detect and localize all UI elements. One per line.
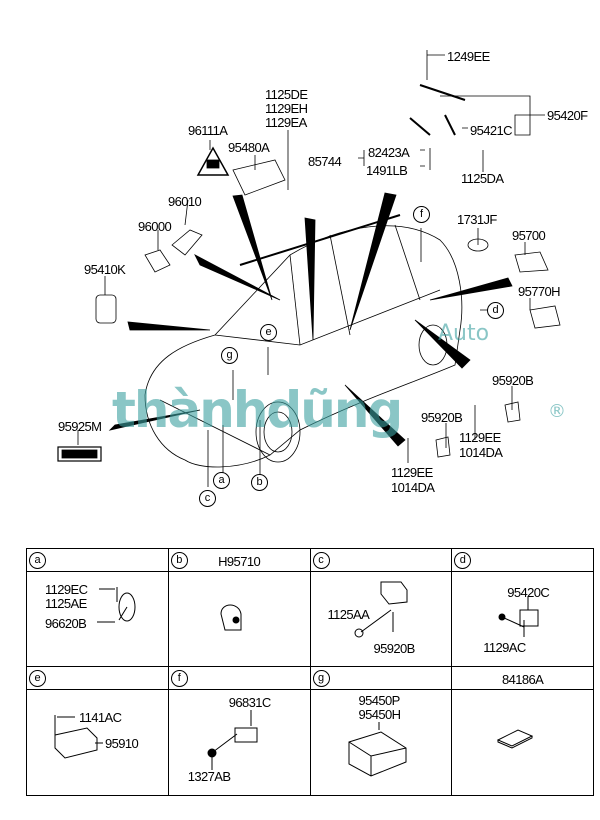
detail-code-b: H95710 — [218, 554, 261, 569]
callout-82423A: 82423A — [368, 145, 410, 160]
callout-1129EE-right: 1129EE — [459, 430, 501, 445]
callout-1731JF: 1731JF — [457, 212, 497, 227]
callout-1129EH: 1129EH — [265, 101, 308, 116]
sensor-bracket-icon — [354, 581, 407, 638]
detail-header-f: f — [167, 666, 311, 690]
airbag-module-icon — [54, 715, 103, 759]
detail-key-b: b — [170, 552, 188, 569]
detail-e-label-1: 1141AC — [79, 710, 122, 725]
callout-95920B-middle: 95920B — [421, 410, 463, 425]
detail-cell-d: 95420C 1129AC — [451, 571, 594, 667]
detail-key-c: c — [312, 552, 330, 569]
detail-g-label-1: 95450P — [358, 693, 401, 708]
callout-95700: 95700 — [512, 228, 546, 243]
detail-d-label-1: 95420C — [507, 585, 550, 600]
sensor-bolt-icon — [498, 596, 539, 637]
car-illustration — [57, 50, 561, 487]
detail-g-label-2: 95450H — [358, 707, 402, 722]
detail-key-a: a — [29, 552, 46, 569]
detail-marker-g: g — [221, 347, 238, 364]
callout-1129EA: 1129EA — [265, 115, 307, 130]
detail-key-e: e — [29, 670, 46, 687]
detail-header-g: g — [309, 666, 453, 690]
detail-key-d: d — [454, 552, 472, 569]
callout-96111A: 96111A — [188, 123, 228, 138]
detail-header-e: e — [26, 666, 169, 690]
detail-header-b: b H95710 — [167, 548, 311, 572]
detail-d-label-2: 1129AC — [483, 640, 526, 655]
detail-e-label-2: 95910 — [105, 736, 139, 751]
detail-key-g: g — [312, 670, 330, 687]
sensor-part-icon — [220, 604, 242, 631]
detail-cell-e: 1141AC 95910 — [26, 689, 169, 796]
detail-cell-f: 96831C 1327AB — [167, 689, 311, 796]
callout-95925M: 95925M — [58, 419, 102, 434]
callout-85744: 85744 — [308, 154, 342, 169]
detail-marker-c: c — [199, 490, 216, 507]
detail-header-c: c — [309, 548, 453, 572]
watermark-registered: ® — [548, 401, 566, 422]
detail-c-label-2: 95920B — [373, 641, 416, 656]
detail-f-label-1: 96831C — [228, 695, 272, 710]
detail-header-a: a — [26, 548, 169, 572]
detail-cell-c: 1125AA 95920B — [309, 571, 453, 667]
detail-marker-d: d — [487, 302, 504, 319]
callout-95920B-right: 95920B — [492, 373, 534, 388]
detail-a-label-3: 96620B — [45, 616, 87, 631]
callout-95421C: 95421C — [470, 123, 513, 138]
detail-cell-84186A — [451, 689, 594, 796]
horn-part-icon — [97, 587, 136, 623]
detail-header-d: d — [451, 548, 594, 572]
detail-f-label-2: 1327AB — [187, 769, 231, 784]
callout-1014DA-right: 1014DA — [459, 445, 503, 460]
detail-marker-f: f — [413, 206, 430, 223]
detail-a-label-2: 1125AE — [45, 596, 87, 611]
detail-cell-a: 1129EC 1125AE 96620B — [26, 571, 169, 667]
sensor-nut-icon — [207, 710, 258, 770]
control-unit-icon — [348, 722, 406, 777]
detail-marker-b: b — [251, 474, 268, 491]
watermark-brand: thànhdũng — [112, 381, 403, 439]
callout-95410K: 95410K — [84, 262, 126, 277]
watermark-sub: Auto — [438, 321, 490, 346]
callout-1125DE: 1125DE — [265, 87, 308, 102]
callout-1491LB: 1491LB — [366, 163, 408, 178]
detail-code-84186A: 84186A — [502, 672, 544, 687]
detail-table: a b H95710 c d 1129EC 1125AE 96620B 1125A… — [26, 548, 594, 796]
callout-95420F: 95420F — [547, 108, 588, 123]
callout-1129EE-bottom: 1129EE — [391, 465, 433, 480]
callout-1125DA: 1125DA — [461, 171, 504, 186]
detail-marker-a: a — [213, 472, 230, 489]
pad-part-icon — [497, 729, 534, 749]
detail-marker-e: e — [260, 324, 277, 341]
detail-header-84186A: 84186A — [451, 666, 594, 690]
detail-c-label-1: 1125AA — [327, 607, 370, 622]
callout-1014DA-bottom: 1014DA — [391, 480, 435, 495]
callout-1249EE: 1249EE — [447, 49, 490, 64]
detail-cell-b — [167, 571, 311, 667]
callout-96000: 96000 — [138, 219, 172, 234]
detail-cell-g: 95450P 95450H — [309, 689, 453, 796]
detail-key-f: f — [170, 670, 188, 687]
callout-96010: 96010 — [168, 194, 202, 209]
callout-95770H: 95770H — [518, 284, 561, 299]
detail-a-label-1: 1129EC — [45, 582, 88, 597]
callout-95480A: 95480A — [228, 140, 270, 155]
